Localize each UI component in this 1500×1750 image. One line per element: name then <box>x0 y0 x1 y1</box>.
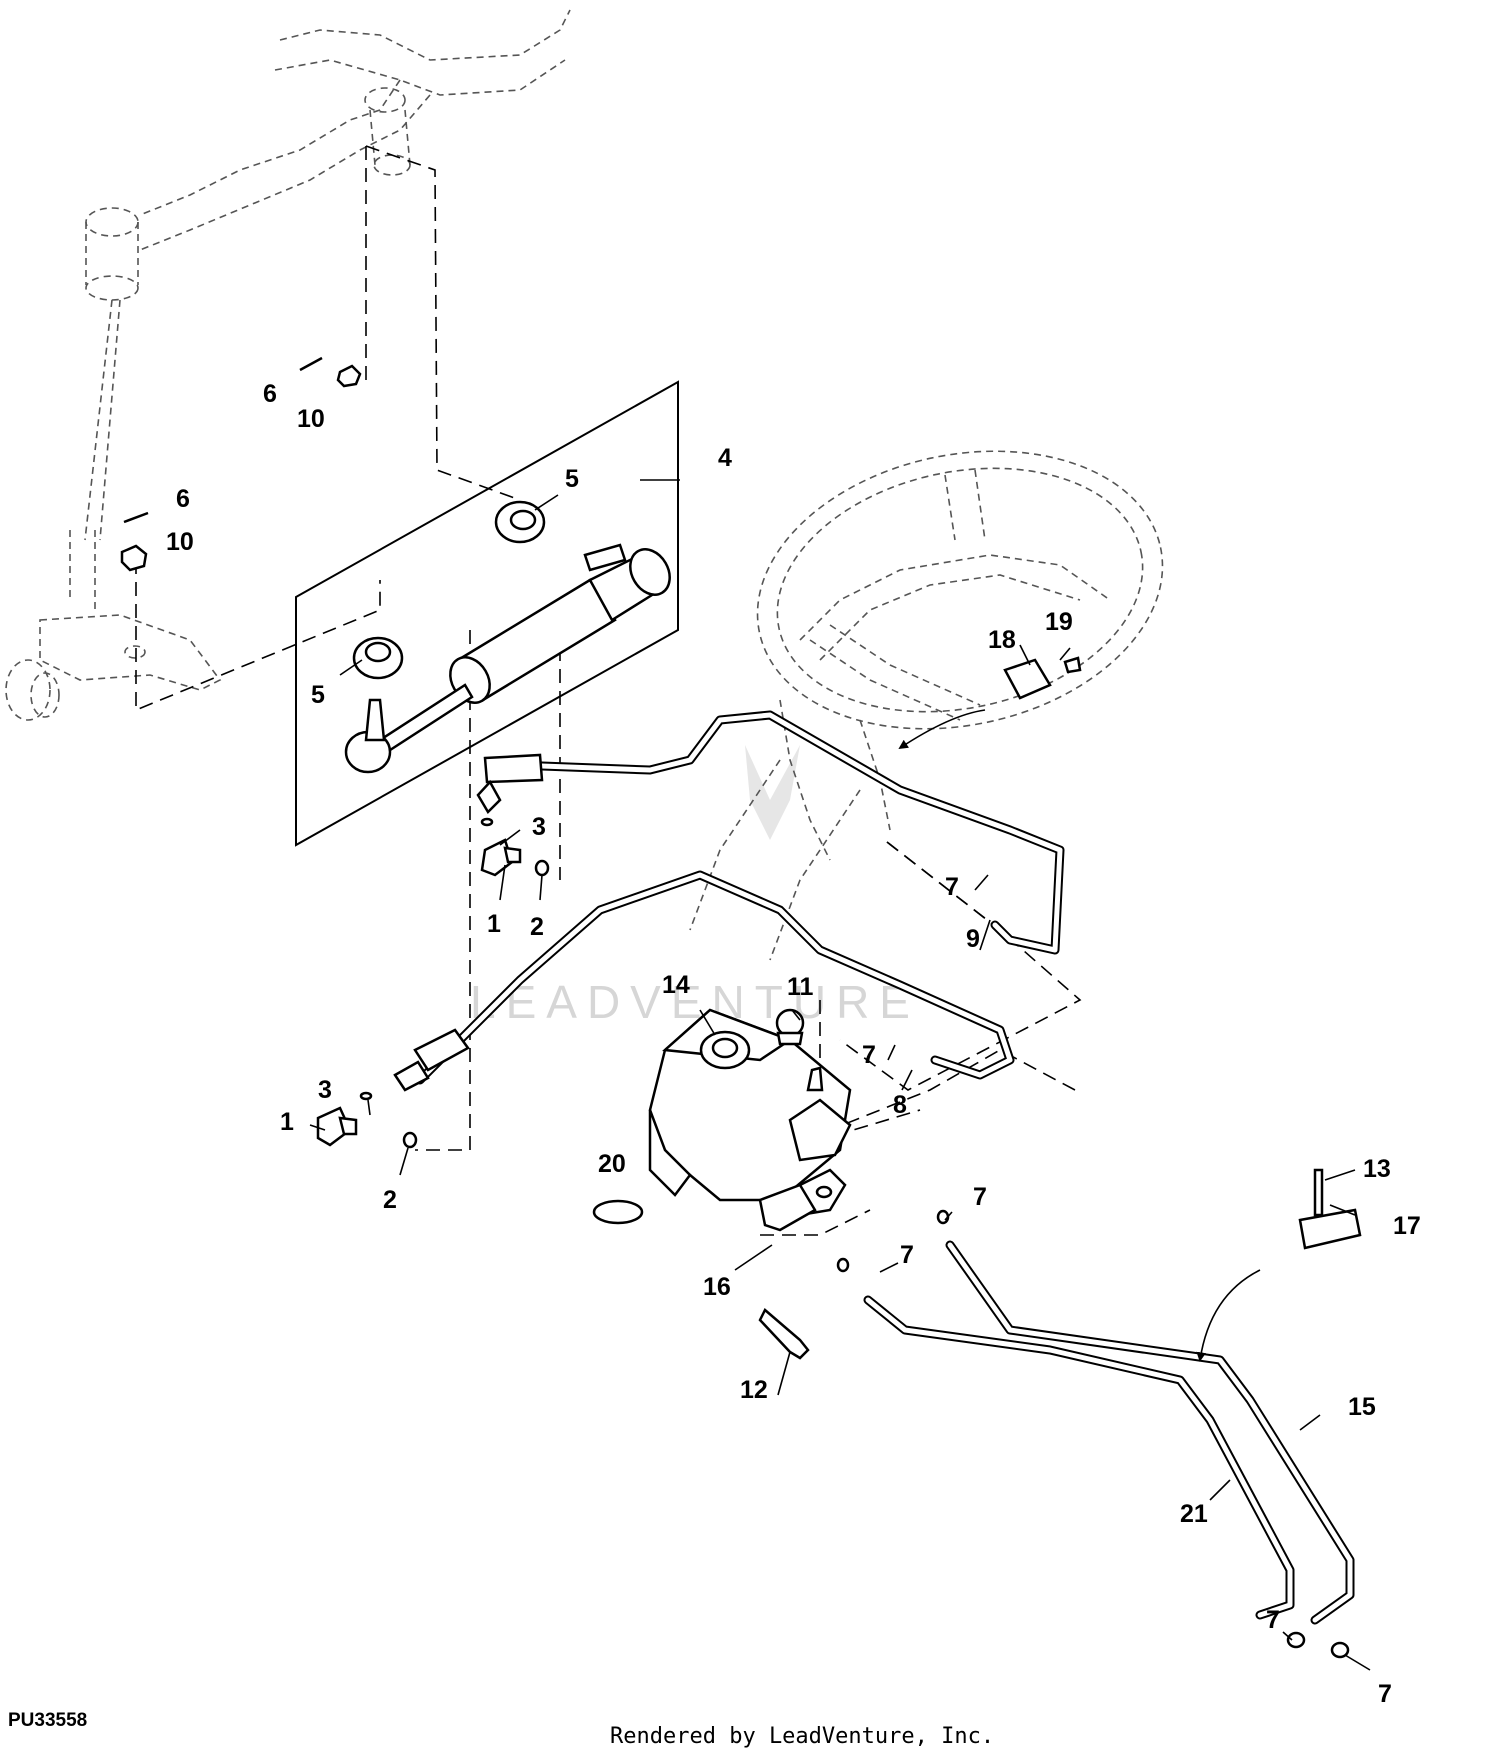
callout-18: 18 <box>988 626 1016 654</box>
callout-14: 14 <box>662 971 690 999</box>
callout-17: 17 <box>1393 1212 1421 1240</box>
callout-2b: 2 <box>383 1186 397 1214</box>
callout-6a: 6 <box>263 380 277 408</box>
callout-21: 21 <box>1180 1500 1208 1528</box>
bracket-and-fasteners <box>592 1183 817 1360</box>
callout-7f: 7 <box>1378 1680 1392 1708</box>
callout-16: 16 <box>703 1273 731 1301</box>
callout-1a: 1 <box>487 910 501 938</box>
callout-15: 15 <box>1348 1393 1376 1421</box>
hose-upper <box>476 710 1065 955</box>
pins-and-nuts <box>120 356 362 572</box>
callout-10b: 10 <box>166 528 194 556</box>
callout-1b: 1 <box>280 1108 294 1136</box>
callout-12: 12 <box>740 1376 768 1404</box>
cylinder-kit-frame <box>295 380 679 847</box>
seals <box>352 500 546 680</box>
relay-assembly <box>898 656 1082 750</box>
callout-4: 4 <box>718 444 732 472</box>
fittings <box>316 817 550 1149</box>
assembly-lines <box>135 145 1082 1236</box>
callout-3a: 3 <box>532 813 546 841</box>
watermark-text: LEADVENTURE <box>470 976 920 1028</box>
callout-3b: 3 <box>318 1076 332 1104</box>
callout-20: 20 <box>598 1150 626 1178</box>
callout-5b: 5 <box>311 681 325 709</box>
front-axle-phantom <box>5 9 571 721</box>
callout-5a: 5 <box>565 465 579 493</box>
figure-id: PU33558 <box>8 1710 87 1731</box>
callout-7e: 7 <box>1266 1606 1280 1634</box>
leader-lines <box>309 479 1371 1671</box>
callout-6b: 6 <box>176 485 190 513</box>
callout-13: 13 <box>1363 1155 1391 1183</box>
clamp-assembly <box>1196 1168 1362 1362</box>
callout-7b: 7 <box>862 1041 876 1069</box>
callouts: 6 10 6 10 4 5 5 18 19 3 1 2 7 9 14 11 7 … <box>166 380 1421 1708</box>
callout-10a: 10 <box>297 405 325 433</box>
steering-cylinder <box>344 543 671 774</box>
footer-caption: Rendered by LeadVenture, Inc. <box>610 1724 994 1749</box>
steel-lines <box>836 1209 1355 1659</box>
callout-7d: 7 <box>900 1241 914 1269</box>
callout-8: 8 <box>893 1091 907 1119</box>
callout-2a: 2 <box>530 913 544 941</box>
callout-9: 9 <box>966 925 980 953</box>
steering-valve <box>648 1008 852 1217</box>
callout-11: 11 <box>787 973 814 1001</box>
callout-19: 19 <box>1045 608 1073 636</box>
callout-7a: 7 <box>945 873 959 901</box>
hose-lower <box>393 870 1015 1092</box>
callout-7c: 7 <box>973 1183 987 1211</box>
watermark: LEADVENTURE <box>470 745 920 1028</box>
steering-wheel-phantom <box>689 450 1164 961</box>
